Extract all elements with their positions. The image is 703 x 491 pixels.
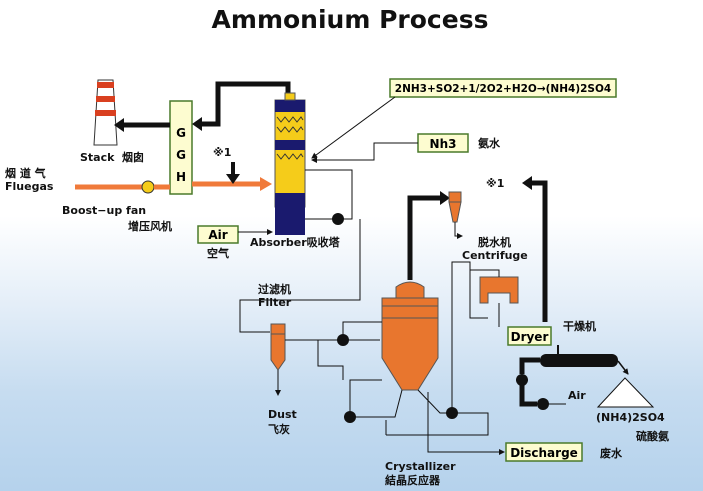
crystallizer-label-cn: 結晶反应器 bbox=[385, 473, 441, 487]
rotary-dryer bbox=[540, 354, 618, 367]
dryer-air-blower bbox=[537, 398, 549, 410]
crystallizer bbox=[381, 281, 439, 391]
dryer-box bbox=[507, 326, 552, 346]
absorber-pump bbox=[332, 213, 344, 225]
absorber-tower bbox=[274, 92, 306, 235]
stack bbox=[93, 79, 118, 146]
diagram-title: Ammonium Process bbox=[212, 5, 489, 34]
mark-2: ※1 bbox=[486, 177, 504, 190]
nh3-box-label: Nh3 bbox=[430, 137, 457, 151]
mark-1: ※1 bbox=[213, 146, 231, 159]
fluegas-label-cn: 烟 道 气 bbox=[5, 166, 46, 180]
centrifuge bbox=[448, 191, 462, 223]
product-label-cn: 硫酸氨 bbox=[636, 429, 669, 443]
absorber-outlet-pipe bbox=[200, 81, 291, 127]
stack-label-en: Stack bbox=[80, 151, 115, 164]
equation-box bbox=[389, 78, 617, 98]
dryer-gas-return bbox=[530, 180, 548, 322]
slurry-to-centrifuge bbox=[407, 195, 442, 280]
boost-fan-icon bbox=[141, 180, 155, 194]
centrifuge-label-en: Centrifuge bbox=[462, 249, 528, 262]
dust-label-en: Dust bbox=[268, 408, 297, 421]
dryer-label-cn: 干燥机 bbox=[563, 319, 596, 333]
absorber-label: Absorber吸收塔 bbox=[250, 235, 341, 249]
ggh-letter-3: H bbox=[176, 170, 186, 184]
ggh-box bbox=[169, 100, 193, 195]
crystallizer-feed-pump bbox=[337, 334, 349, 346]
filter-label-en: Filter bbox=[258, 296, 292, 309]
reaction-equation: 2NH3+SO2+1/2O2+H2O→(NH4)2SO4 bbox=[395, 83, 611, 95]
air-label-cn: 空气 bbox=[207, 246, 229, 260]
discharge-box bbox=[505, 442, 583, 462]
dryer-box-label: Dryer bbox=[511, 330, 549, 344]
centrifuge-feed-pump bbox=[446, 407, 458, 419]
dust-label-cn: 飞灰 bbox=[268, 422, 290, 436]
crystallizer-circ-pump bbox=[344, 411, 356, 423]
air-box bbox=[197, 225, 239, 244]
air-box-label: Air bbox=[208, 228, 227, 242]
centrifuge-label-cn: 脱水机 bbox=[478, 235, 511, 249]
fluegas-label-en: Fluegas bbox=[5, 180, 54, 193]
discharge-label-cn: 废水 bbox=[600, 446, 623, 460]
filter-label-cn: 过滤机 bbox=[258, 282, 291, 296]
air2-label: Air bbox=[568, 389, 586, 402]
product-pile bbox=[596, 377, 655, 408]
ggh-letter-2: G bbox=[176, 148, 186, 162]
stack-label-cn: 烟囱 bbox=[122, 150, 144, 164]
fan-label-cn: 增压风机 bbox=[128, 219, 172, 233]
discharge-box-label: Discharge bbox=[510, 446, 578, 460]
filter bbox=[270, 323, 286, 371]
fan-label-en: Boost−up fan bbox=[62, 204, 146, 217]
crystallizer-label-en: Crystallizer bbox=[385, 460, 456, 473]
product-label-en: (NH4)2SO4 bbox=[596, 411, 665, 424]
ammonia-water-label: 氨水 bbox=[478, 136, 501, 150]
feeder-hopper bbox=[479, 276, 519, 304]
ggh-letter-1: G bbox=[176, 126, 186, 140]
